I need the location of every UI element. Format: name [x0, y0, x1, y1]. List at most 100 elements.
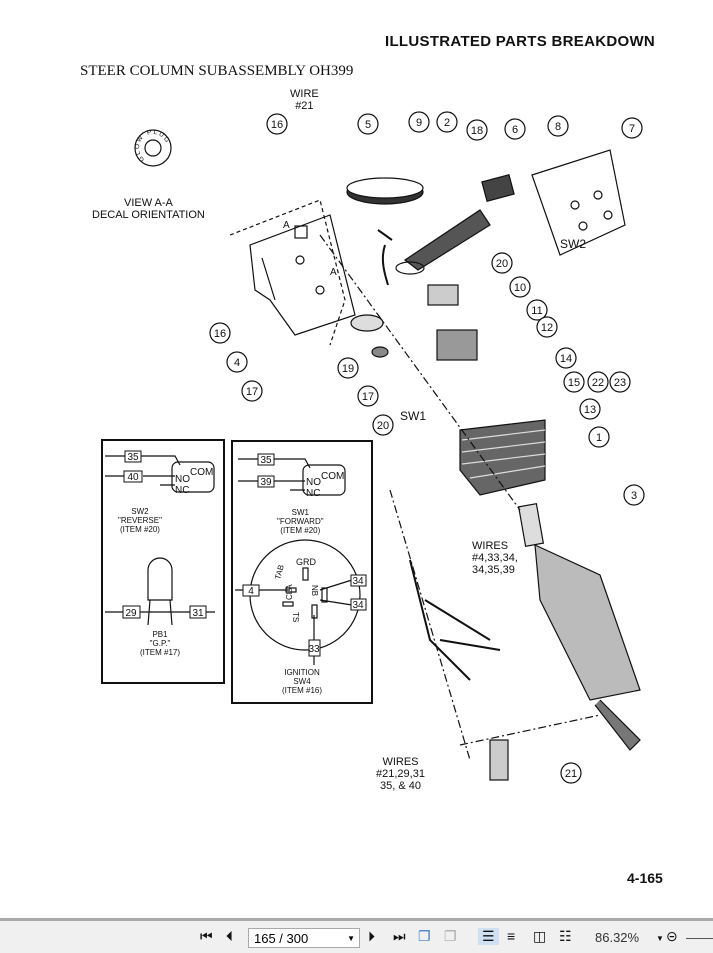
sw2-label: SW2 — [560, 237, 587, 251]
next-view-icon[interactable]: ❐ — [444, 928, 457, 944]
single-page-view-icon[interactable]: ☰ — [478, 928, 499, 945]
zoom-level[interactable]: 86.32% — [595, 930, 640, 945]
svg-text:NC: NC — [306, 488, 320, 499]
callout-bubble — [491, 252, 513, 274]
callout-bubble — [266, 113, 288, 135]
previous-view-icon[interactable]: ❐ — [418, 928, 431, 944]
svg-text:34: 34 — [352, 576, 364, 587]
page-number-field[interactable]: 165 / 300▼ — [248, 928, 360, 948]
callout-bubble — [408, 111, 430, 133]
callout-bubble — [560, 762, 582, 784]
next-page-icon[interactable]: ⏵ — [368, 928, 375, 944]
svg-text:33: 33 — [308, 644, 320, 655]
svg-text:COM: COM — [190, 467, 213, 478]
last-page-icon[interactable]: ⏭ — [393, 928, 406, 944]
svg-text:A: A — [283, 220, 290, 231]
svg-text:CLA: CLA — [285, 584, 294, 600]
callout-number: 16 — [214, 328, 226, 340]
callout-number: 19 — [342, 363, 354, 375]
svg-text:COM: COM — [321, 471, 344, 482]
callout-bubble — [623, 484, 645, 506]
callout-number: 9 — [416, 117, 422, 129]
svg-text:TAB: TAB — [273, 564, 286, 581]
callout-number: 2 — [444, 117, 450, 129]
callout-bubble — [209, 322, 231, 344]
page-number: 4-165 — [627, 870, 663, 886]
callout-bubble — [357, 385, 379, 407]
bellows-part — [459, 419, 546, 496]
svg-text:39: 39 — [260, 477, 272, 488]
callout-number: 10 — [514, 282, 526, 294]
callout-number: 15 — [568, 377, 580, 389]
svg-text:4: 4 — [248, 586, 254, 597]
continuous-view-icon[interactable]: ≡ — [507, 928, 516, 944]
chevron-down-icon[interactable]: ▼ — [347, 934, 355, 943]
steering-column-part — [517, 503, 641, 751]
callout-number: 5 — [365, 119, 371, 131]
callout-bubble — [588, 426, 610, 448]
previous-page-icon[interactable]: ⏴ — [226, 928, 233, 944]
svg-text:34: 34 — [352, 600, 364, 611]
callout-number: 3 — [631, 490, 637, 502]
callout-bubble — [621, 117, 643, 139]
parts-diagram: GLOW PLUG 35 40 COM NO NC 29 31 35 39 CO… — [101, 111, 645, 784]
callout-number: 17 — [246, 386, 258, 398]
callout-bubble — [587, 371, 609, 393]
callout-bubble — [337, 357, 359, 379]
decal-text: GLOW PLUG — [134, 129, 171, 163]
svg-text:GRD: GRD — [296, 557, 317, 567]
callout-bubble — [509, 276, 531, 298]
callout-number: 8 — [555, 121, 561, 133]
svg-text:40: 40 — [127, 472, 139, 483]
zoom-slider[interactable] — [686, 938, 713, 939]
zoom-out-icon[interactable]: ⊝ — [666, 928, 678, 944]
callout-bubble — [226, 351, 248, 373]
callout-number: 4 — [234, 357, 240, 369]
continuous-facing-view-icon[interactable]: ☷ — [559, 928, 572, 944]
document-page: ILLUSTRATED PARTS BREAKDOWN STEER COLUMN… — [80, 33, 663, 886]
callout-number: 20 — [377, 420, 389, 432]
callout-number: 20 — [496, 258, 508, 270]
callout-bubble — [357, 113, 379, 135]
subassembly-title: STEER COLUMN SUBASSEMBLY OH399 — [80, 63, 354, 79]
callout-bubble — [609, 371, 631, 393]
callout-number: 1 — [596, 432, 602, 444]
callout-bubble — [547, 115, 569, 137]
callout-bubble — [372, 414, 394, 436]
sw2-caption: SW2"REVERSE"(ITEM #20) — [118, 507, 162, 534]
sw1-label: SW1 — [400, 409, 427, 423]
svg-text:NO: NO — [306, 477, 321, 488]
callout-bubble — [536, 316, 558, 338]
callout-bubble — [466, 119, 488, 141]
svg-text:35: 35 — [127, 452, 139, 463]
callout-number: 12 — [541, 322, 553, 334]
callout-number: 22 — [592, 377, 604, 389]
wire-21-label: WIRE#21 — [290, 88, 319, 112]
decal-icon — [134, 129, 172, 167]
callout-bubble — [436, 111, 458, 133]
svg-text:A: A — [330, 267, 337, 278]
viewer-toolbar: ⏮ ⏴ 165 / 300▼ ⏵ ⏭ ❐ ❐ ☰ ≡ ◫ ☷ 86.32% ▼ … — [0, 918, 713, 953]
facing-view-icon[interactable]: ◫ — [533, 928, 547, 944]
sw1-caption: SW1"FORWARD"(ITEM #20) — [277, 508, 324, 535]
callout-bubble — [526, 299, 548, 321]
zoom-dropdown-icon[interactable]: ▼ — [656, 934, 664, 943]
callout-number: 21 — [565, 768, 577, 780]
svg-text:31: 31 — [192, 608, 204, 619]
callout-bubble — [555, 347, 577, 369]
svg-text:29: 29 — [125, 608, 137, 619]
callout-number: 7 — [629, 123, 635, 135]
first-page-icon[interactable]: ⏮ — [200, 928, 213, 944]
callout-number: 13 — [584, 404, 596, 416]
callout-number: 23 — [614, 377, 626, 389]
callout-bubble — [563, 371, 585, 393]
callout-number: 16 — [271, 119, 283, 131]
svg-text:NO: NO — [175, 474, 190, 485]
callout-bubble — [504, 118, 526, 140]
svg-text:35: 35 — [260, 455, 272, 466]
callout-number: 17 — [362, 391, 374, 403]
callout-number: 6 — [512, 124, 518, 136]
